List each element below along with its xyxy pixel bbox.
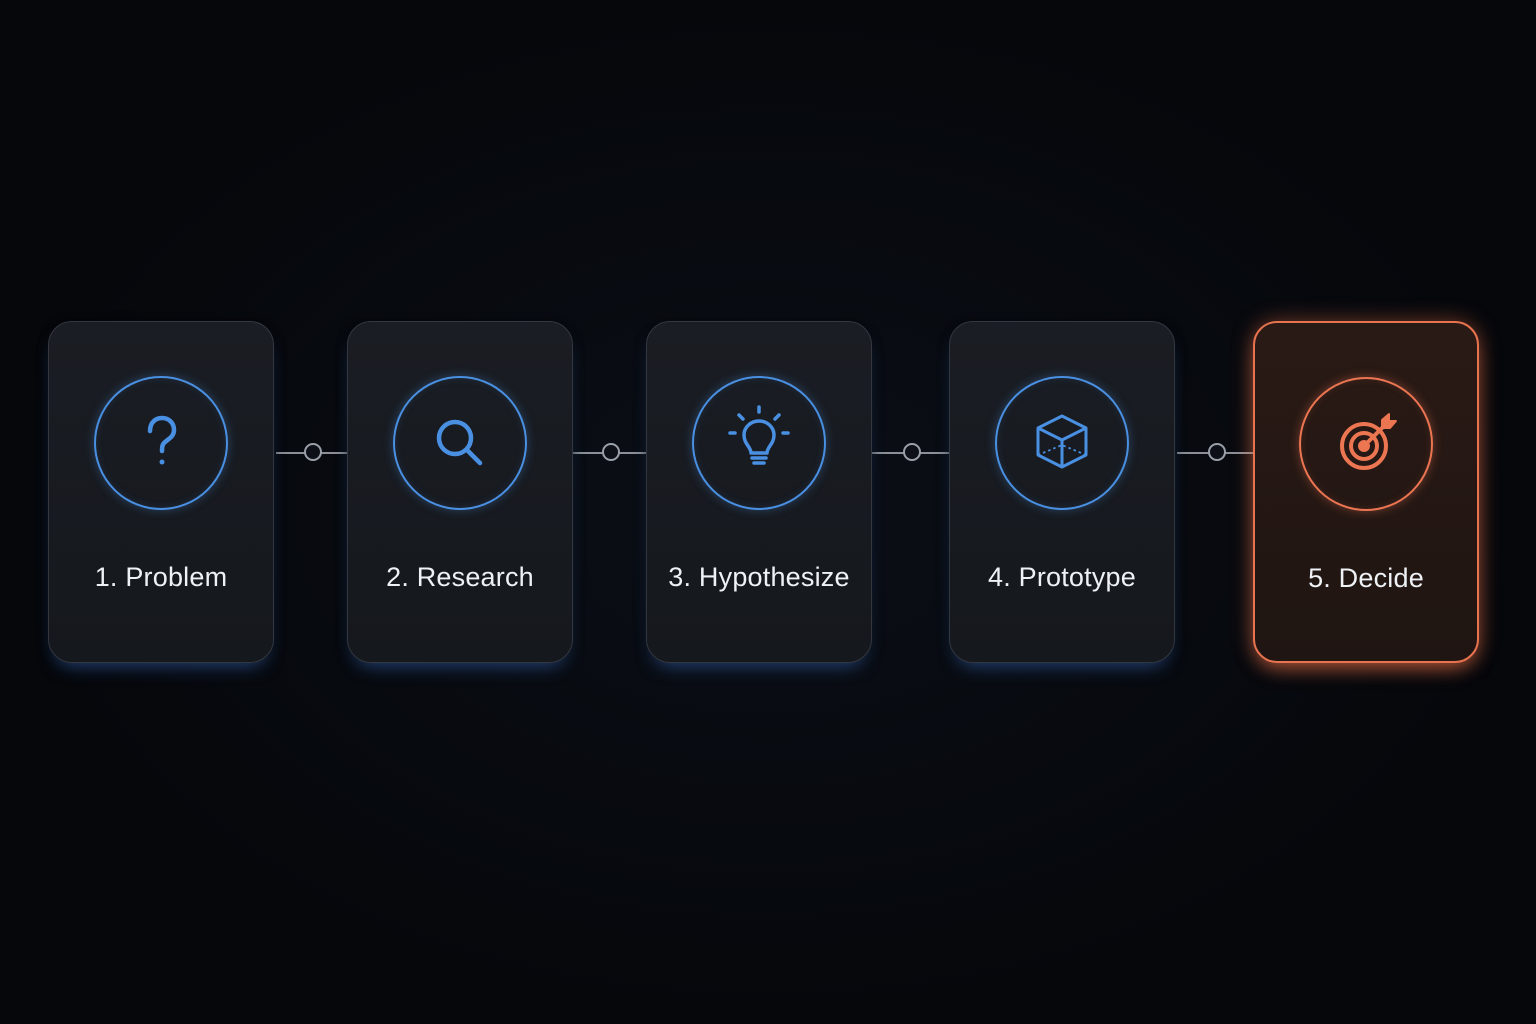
magnifier-icon (393, 376, 527, 510)
lightbulb-icon (692, 376, 826, 510)
step-card-hypothesize[interactable]: 3. Hypothesize (646, 321, 872, 663)
target-icon (1299, 377, 1433, 511)
step-label: 5. Decide (1308, 563, 1424, 593)
step-card-research[interactable]: 2. Research (347, 321, 573, 663)
step-card-problem[interactable]: 1. Problem (48, 321, 274, 663)
step-label: 1. Problem (94, 562, 228, 592)
connector-node-4 (1208, 443, 1226, 461)
step-label: 4. Prototype (988, 562, 1136, 592)
step-label: 3. Hypothesize (668, 562, 850, 592)
step-label: 2. Research (386, 562, 534, 592)
cube-icon (995, 376, 1129, 510)
connector-node-3 (903, 443, 921, 461)
step-card-decide[interactable]: 5. Decide (1253, 321, 1479, 663)
step-card-prototype[interactable]: 4. Prototype (949, 321, 1175, 663)
connector-node-1 (304, 443, 322, 461)
connector-node-2 (602, 443, 620, 461)
question-mark-icon (94, 376, 228, 510)
